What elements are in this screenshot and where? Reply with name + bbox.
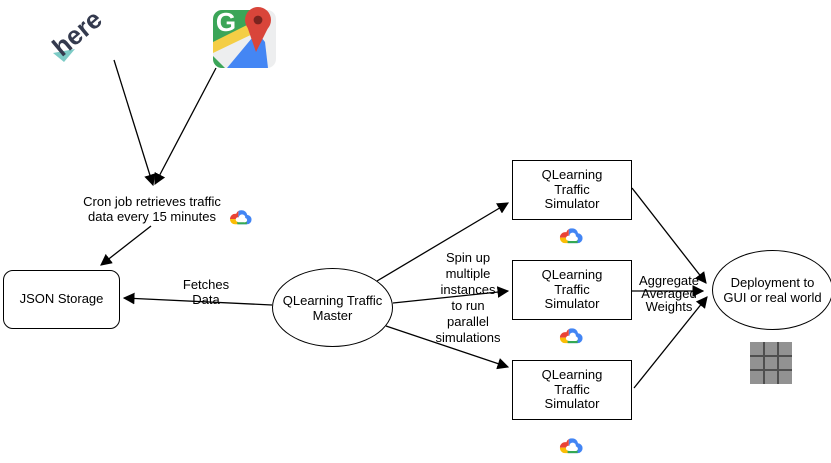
deployment-label: Deployment to GUI or real world xyxy=(723,275,822,305)
simulator-label-1: QLearning Traffic Simulator xyxy=(541,167,603,212)
google-cloud-icon-sim1 xyxy=(558,226,585,246)
simulator-label-3: QLearning Traffic Simulator xyxy=(541,367,603,412)
here-logo-triangle-icon xyxy=(53,49,75,62)
simulator-node-1: QLearning Traffic Simulator xyxy=(512,160,632,220)
arrow-maps-to-cron xyxy=(154,67,217,186)
arrow-master-to-sim2 xyxy=(392,286,510,304)
arrow-cron-to-json xyxy=(100,225,152,266)
arrow-master-to-sim3 xyxy=(385,325,510,370)
master-label: QLearning Traffic Master xyxy=(282,292,383,323)
grid-icon xyxy=(750,342,792,384)
aggregate-label: Aggregate Averaged Weights xyxy=(639,273,699,314)
json-storage-label: JSON Storage xyxy=(19,291,104,307)
gmaps-g-letter: G xyxy=(216,7,236,37)
google-cloud-icon-cron xyxy=(228,208,254,227)
simulator-node-2: QLearning Traffic Simulator xyxy=(512,260,632,320)
google-cloud-icon-sim3 xyxy=(558,436,585,456)
json-storage-node: JSON Storage xyxy=(3,270,120,329)
fetches-data-label: Fetches Data xyxy=(182,277,230,307)
deployment-node: Deployment to GUI or real world xyxy=(712,250,831,330)
simulator-label-2: QLearning Traffic Simulator xyxy=(541,267,603,312)
google-maps-icon: G xyxy=(213,7,276,68)
arrow-sim3-to-deploy xyxy=(633,296,708,389)
spin-up-label: Spin up multiple instances to run parall… xyxy=(435,250,501,345)
cron-label: Cron job retrieves traffic data every 15… xyxy=(83,194,221,224)
google-cloud-icon-sim2 xyxy=(558,326,585,346)
arrow-here-to-cron xyxy=(113,59,156,187)
arrow-master-to-json xyxy=(122,292,273,306)
arrow-sim1-to-deploy xyxy=(631,187,707,284)
master-node: QLearning Traffic Master xyxy=(272,268,393,347)
simulator-node-3: QLearning Traffic Simulator xyxy=(512,360,632,420)
arrow-master-to-sim1 xyxy=(376,202,510,282)
